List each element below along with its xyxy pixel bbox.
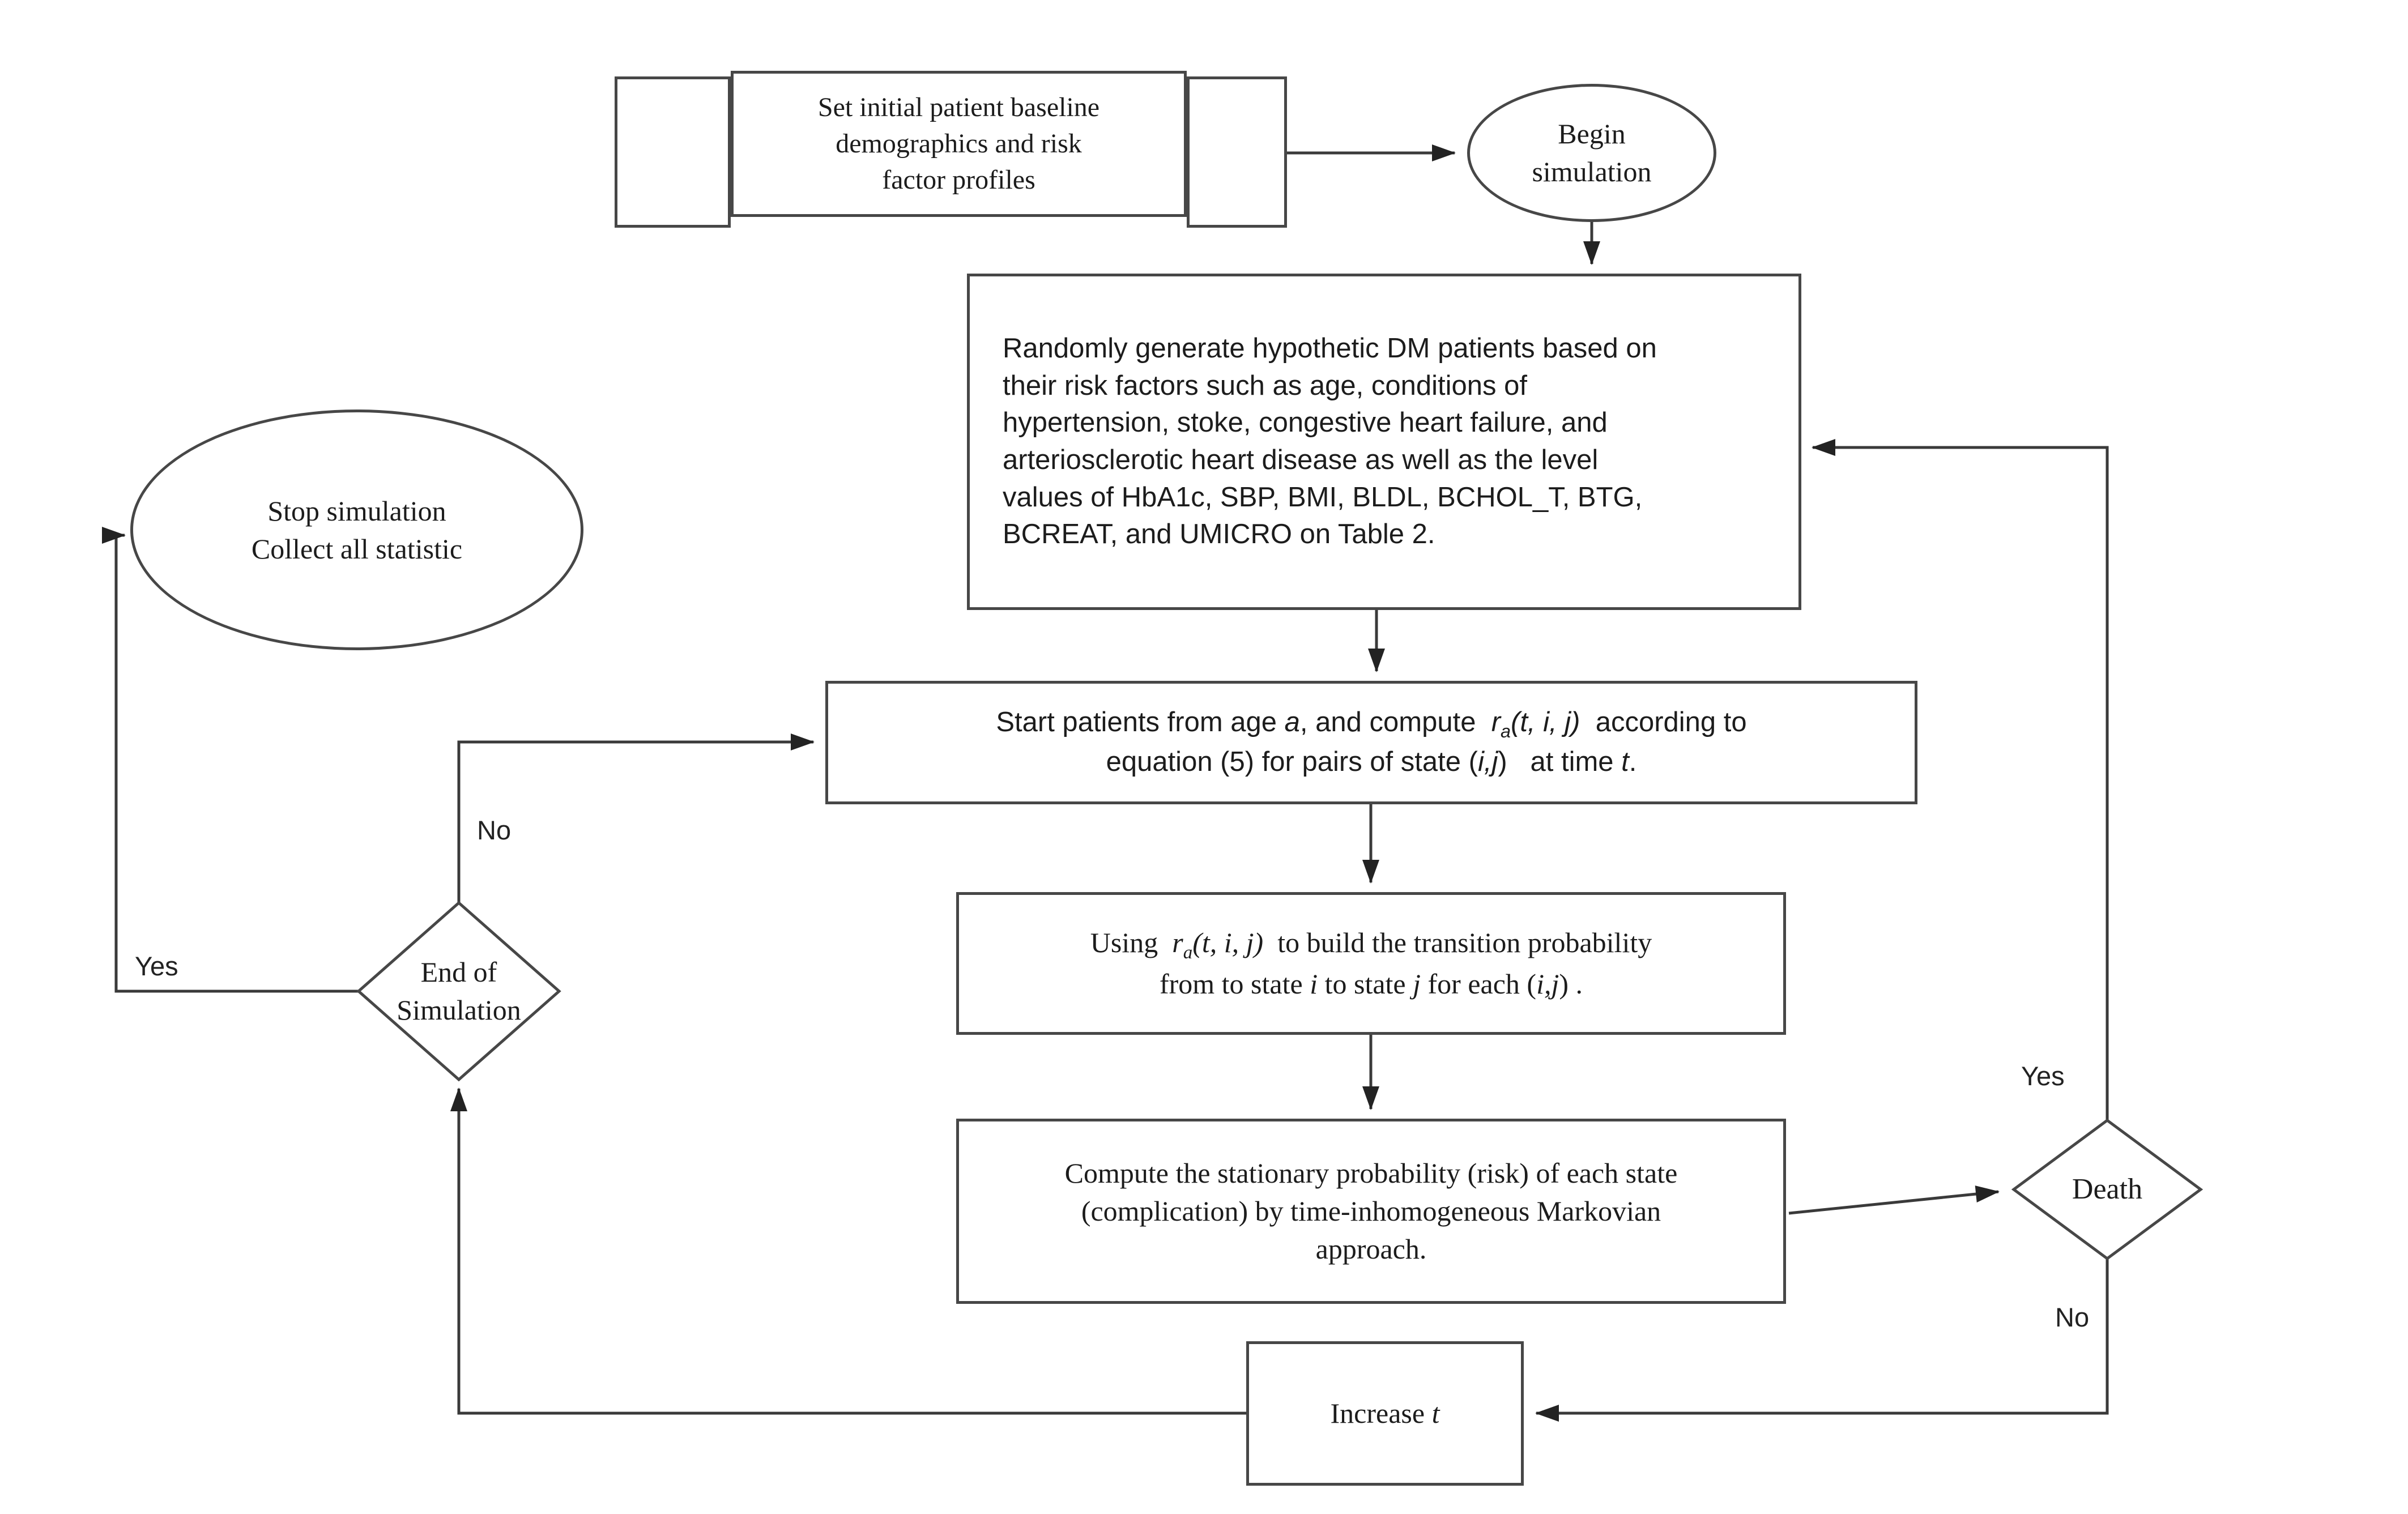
label-end-yes: Yes (135, 951, 178, 981)
node-start-patients: Start patients from age a, and compute r… (825, 681, 1917, 804)
edge-death-no-to-increase (1535, 1259, 2109, 1422)
label-death-no: No (2055, 1302, 2090, 1332)
end-of-simulation-diamond-shape (356, 901, 561, 1082)
label-end-no: No (477, 815, 512, 845)
label-death-yes: Yes (2021, 1061, 2065, 1091)
edge-increase-to-end (450, 1087, 1246, 1415)
node-compute-stationary-probability: Compute the stationary probability (risk… (956, 1119, 1786, 1304)
edge-end-yes-to-stop (102, 527, 359, 993)
node-generate-patients: Randomly generate hypothetic DM patients… (967, 274, 1801, 610)
edge-end-no-to-start (457, 733, 815, 903)
death-diamond-shape (2011, 1118, 2204, 1261)
decision-death-label: Death (2072, 1173, 2143, 1206)
set-initial-right-bar (1187, 76, 1287, 228)
node-build-transition-probability: Using ra(t, i, j) to build the transitio… (956, 892, 1786, 1035)
edge-death-yes-to-generate (1812, 439, 2109, 1120)
node-increase-t: Increase t (1246, 1341, 1524, 1486)
edge-compute-to-death (1788, 1185, 2000, 1215)
set-initial-left-bar (615, 76, 731, 228)
